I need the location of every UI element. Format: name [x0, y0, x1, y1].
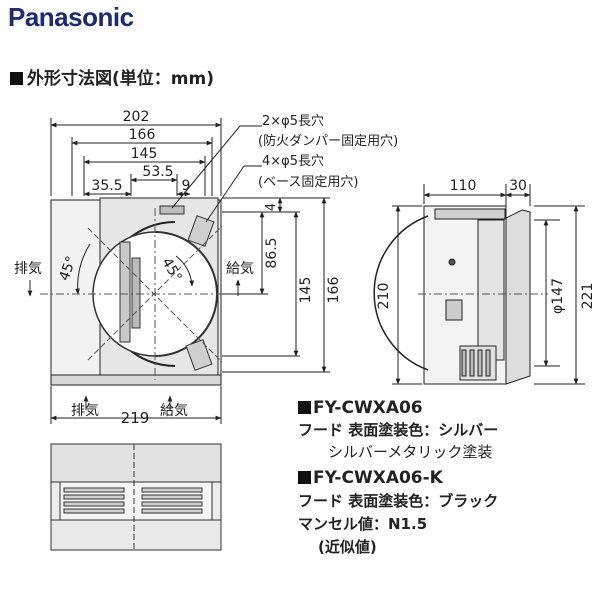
- spec-model1-text: FY-CWXA06: [313, 398, 423, 418]
- side-view-dimensions: [392, 184, 585, 385]
- spec-model2-line4: (近似値): [318, 538, 377, 556]
- dim-219-label: 219: [121, 409, 150, 427]
- note1-line2: (防火ダンパー固定用穴): [258, 133, 398, 149]
- supply-bottom-label: 給気: [160, 403, 188, 419]
- note2-line2: (ベース固定用穴): [258, 175, 359, 190]
- dim-147-label: φ147: [550, 278, 566, 314]
- front-view: [40, 197, 228, 386]
- spec-model1-line2: フード 表面塗装色：シルバー: [298, 421, 499, 439]
- dim-145-top-label: 145: [131, 146, 158, 162]
- dim-202-label: 202: [123, 109, 150, 125]
- front-top-dimensions: [50, 118, 222, 197]
- spec-model2: FY-CWXA06-K: [298, 470, 443, 487]
- dim-53-5-label: 53.5: [142, 164, 173, 180]
- supply-right-label: 給気: [226, 261, 254, 277]
- square-bullet-icon: [10, 72, 23, 85]
- spec-model2-text: FY-CWXA06-K: [313, 468, 443, 488]
- spec-model2-line2: フード 表面塗装色：ブラック: [298, 492, 499, 510]
- spec-model1-line3: シルバーメタリック塗装: [328, 443, 493, 461]
- dim-166-top-label: 166: [129, 127, 156, 143]
- exhaust-left-label: 排気: [14, 261, 42, 277]
- dim-145-side-label: 145: [298, 277, 314, 304]
- dim-166-side-label: 166: [326, 277, 342, 304]
- angle-45-left-label: 45°: [56, 254, 80, 283]
- note1-line1: 2×φ5長穴: [262, 114, 324, 129]
- brand-logo: Panasonic: [8, 2, 134, 32]
- spec-model1: FY-CWXA06: [298, 400, 423, 417]
- square-bullet-icon: [298, 471, 311, 484]
- spec-model2-line3: マンセル値：N1.5: [298, 515, 428, 533]
- dim-35-5-label: 35.5: [91, 178, 122, 194]
- dim-110-label: 110: [450, 178, 477, 194]
- angle-arcs: [75, 243, 195, 295]
- front-bottom-dimension: [50, 386, 222, 424]
- dim-210-label: 210: [376, 283, 392, 310]
- dim-4-label: 4: [264, 203, 279, 211]
- side-view: [373, 205, 548, 385]
- dim-221-label: 221: [580, 283, 596, 310]
- front-base-strip: [50, 374, 222, 386]
- dim-9-label: 9: [182, 178, 191, 194]
- square-bullet-icon: [298, 401, 311, 414]
- front-right-dimensions: [222, 197, 330, 373]
- section-title-text: 外形寸法図(単位：mm): [27, 69, 214, 89]
- dim-30-label: 30: [509, 178, 527, 194]
- hole-note-leaders: [171, 125, 262, 223]
- bottom-view: [50, 443, 222, 551]
- section-title: 外形寸法図(単位：mm): [10, 64, 214, 89]
- dim-86-5-label: 86.5: [264, 237, 280, 268]
- note2-line1: 4×φ5長穴: [262, 154, 324, 169]
- exhaust-bottom-label: 排気: [71, 403, 99, 419]
